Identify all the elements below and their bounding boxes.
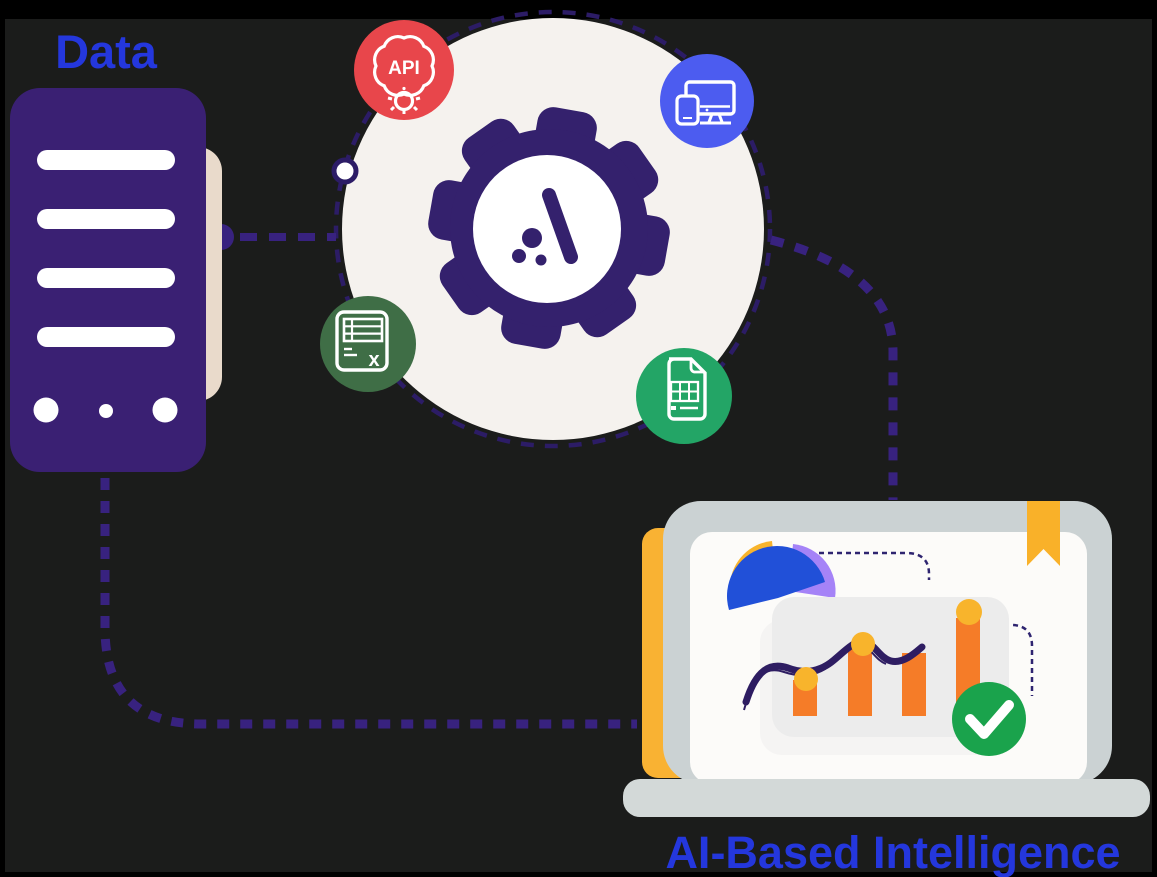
excel-spreadsheet-icon xyxy=(335,310,389,372)
api-cloud-gear-icon xyxy=(373,35,435,114)
bar-markers xyxy=(794,599,982,691)
monitor-phone-icon xyxy=(675,80,736,126)
excel-badge: x xyxy=(320,296,416,392)
excel-x-label: x xyxy=(368,349,379,371)
api-label: API xyxy=(388,58,420,79)
server-leds xyxy=(33,397,178,423)
pie-chart xyxy=(727,541,836,610)
output-label: AI-Based Intelligence xyxy=(665,827,1120,877)
sheets-badge xyxy=(636,348,732,444)
check-icon xyxy=(965,700,1014,739)
sheets-document-icon xyxy=(667,357,707,421)
brand-logo-icon xyxy=(512,188,578,266)
server-node xyxy=(10,88,234,472)
screen-decor-dashes xyxy=(819,551,1034,696)
api-badge: API xyxy=(354,20,454,120)
bookmark-icon xyxy=(1027,501,1060,566)
source-label: Data xyxy=(55,25,158,78)
check-badge xyxy=(952,682,1026,756)
chart-panel xyxy=(772,597,1009,737)
server-slots xyxy=(37,150,175,347)
laptop-base xyxy=(623,779,1150,817)
hub-dashed-ring xyxy=(333,9,773,449)
trend-line xyxy=(742,637,926,706)
gear-icon xyxy=(428,107,670,349)
devices-badge xyxy=(660,54,754,148)
laptop-node xyxy=(623,501,1150,817)
hub-connector-node xyxy=(331,157,359,185)
connector-server-to-laptop xyxy=(100,478,637,729)
